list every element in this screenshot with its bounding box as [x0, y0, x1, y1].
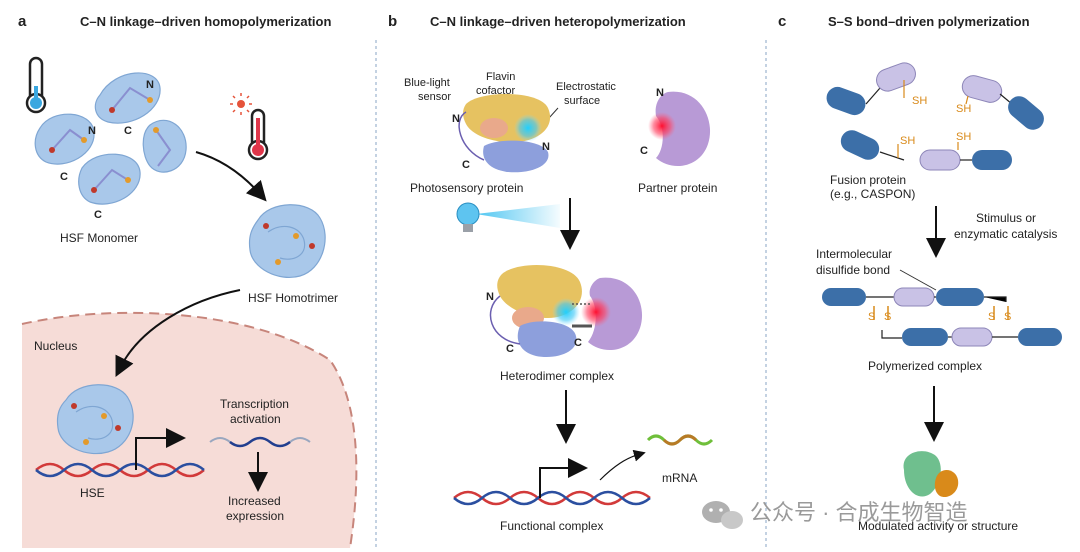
heterodimer-label: Heterodimer complex	[500, 369, 614, 383]
functional-label: Functional complex	[500, 519, 603, 533]
hsf-monomer-group: N N C C C HSF Monomer	[34, 72, 187, 245]
panel-c-title: S–S bond–driven polymerization	[828, 14, 1030, 29]
polymerized-chain	[822, 287, 1062, 347]
panel-a-title: C–N linkage–driven homopolymerization	[80, 14, 331, 29]
stimulus-label-2: enzymatic catalysis	[954, 227, 1057, 241]
dna-helix	[35, 462, 205, 478]
bluelight-label-1: Blue-light	[404, 77, 450, 89]
sun-icon	[230, 93, 252, 115]
watermark: 公众号 · 合成生物智造	[702, 500, 968, 529]
thiol-label: SH	[956, 103, 971, 115]
stimulus-label-1: Stimulus or	[976, 211, 1036, 225]
terminal-c: C	[462, 159, 470, 171]
panel-b: b C–N linkage–driven heteropolymerizatio…	[388, 13, 717, 533]
partner-label: Partner protein	[638, 181, 717, 195]
thermometer-cold-icon	[25, 56, 47, 114]
fusion-protein	[840, 130, 1012, 171]
hsf-homotrimer-label: HSF Homotrimer	[248, 291, 338, 305]
modulated-protein	[903, 451, 959, 498]
polymerized-label: Polymerized complex	[868, 359, 982, 373]
dna-helix	[453, 490, 651, 506]
hsf-monomer	[34, 113, 95, 165]
watermark-text: 公众号 · 合成生物智造	[750, 500, 968, 525]
panel-a-letter: a	[18, 13, 27, 30]
transcription-label-1: Transcription	[220, 397, 289, 411]
terminal-n: N	[452, 113, 460, 125]
thiol-label: SH	[956, 131, 971, 143]
terminal-n: N	[542, 141, 550, 153]
nucleus-label: Nucleus	[34, 339, 77, 353]
terminal-c: C	[506, 343, 514, 355]
photosensory-protein	[458, 93, 551, 173]
sulfur-label: S	[884, 311, 891, 323]
panel-c-letter: c	[778, 13, 786, 30]
fusion-protein	[961, 75, 1044, 130]
panel-a: a C–N linkage–driven homopolymerization	[18, 13, 358, 549]
terminal-n: N	[88, 125, 96, 137]
arrow-nuclear-import	[115, 289, 241, 377]
mrna-label: mRNA	[662, 471, 697, 485]
intermolecular-label-2: disulfide bond	[816, 263, 890, 277]
wechat-icon	[702, 501, 743, 529]
intermolecular-label-1: Intermolecular	[816, 247, 892, 261]
hsf-monomer	[142, 119, 187, 173]
hsf-monomer	[94, 72, 161, 124]
terminal-c: C	[94, 209, 102, 221]
fusion-label-1: Fusion protein	[830, 173, 906, 187]
terminal-c: C	[640, 145, 648, 157]
disulfide-pointer	[899, 269, 937, 291]
transcription-start-arrow	[539, 458, 588, 498]
panel-c: c S–S bond–driven polymerization SH SH S…	[778, 13, 1062, 533]
terminal-c: C	[574, 337, 582, 349]
bluelight-label-2: sensor	[418, 91, 451, 103]
arrow-mrna	[599, 449, 646, 481]
fusion-protein	[826, 62, 916, 116]
hsf-monomer	[78, 153, 141, 205]
thermometer-hot-icon	[247, 108, 269, 161]
increased-label-1: Increased	[228, 494, 281, 508]
electrostatic-label-2: surface	[564, 95, 600, 107]
terminal-n: N	[486, 291, 494, 303]
terminal-c: C	[60, 171, 68, 183]
flavin-label-1: Flavin	[486, 71, 515, 83]
hsf-monomer-label: HSF Monomer	[60, 231, 138, 245]
modulated-label: Modulated activity or structure	[858, 519, 1018, 533]
photosensory-label: Photosensory protein	[410, 181, 523, 195]
thiol-label: SH	[912, 95, 927, 107]
hsf-trimer-bound	[56, 384, 134, 455]
sulfur-label: S	[988, 311, 995, 323]
partner-protein	[648, 91, 711, 167]
arrow-trimerization	[195, 151, 267, 202]
sulfur-label: S	[1004, 311, 1011, 323]
transcription-start-arrow	[135, 428, 186, 470]
heterodimer-complex	[489, 264, 643, 358]
terminal-c: C	[124, 125, 132, 137]
electrostatic-label-1: Electrostatic	[556, 81, 616, 93]
blue-light-beam	[476, 204, 560, 228]
sulfur-label: S	[868, 311, 875, 323]
hsf-homotrimer	[248, 204, 326, 278]
mrna-strand-accent	[662, 434, 698, 446]
fusion-label-2: (e.g., CASPON)	[830, 187, 915, 201]
panel-b-title: C–N linkage–driven heteropolymerization	[430, 14, 686, 29]
thiol-label: SH	[900, 135, 915, 147]
lightbulb-icon	[456, 202, 480, 232]
nucleus	[21, 311, 358, 549]
terminal-n: N	[146, 79, 154, 91]
increased-label-2: expression	[226, 509, 284, 523]
terminal-n: N	[656, 87, 664, 99]
hse-label: HSE	[80, 486, 105, 500]
panel-b-letter: b	[388, 13, 397, 30]
transcription-label-2: activation	[230, 412, 281, 426]
transcript-helix	[209, 436, 311, 448]
